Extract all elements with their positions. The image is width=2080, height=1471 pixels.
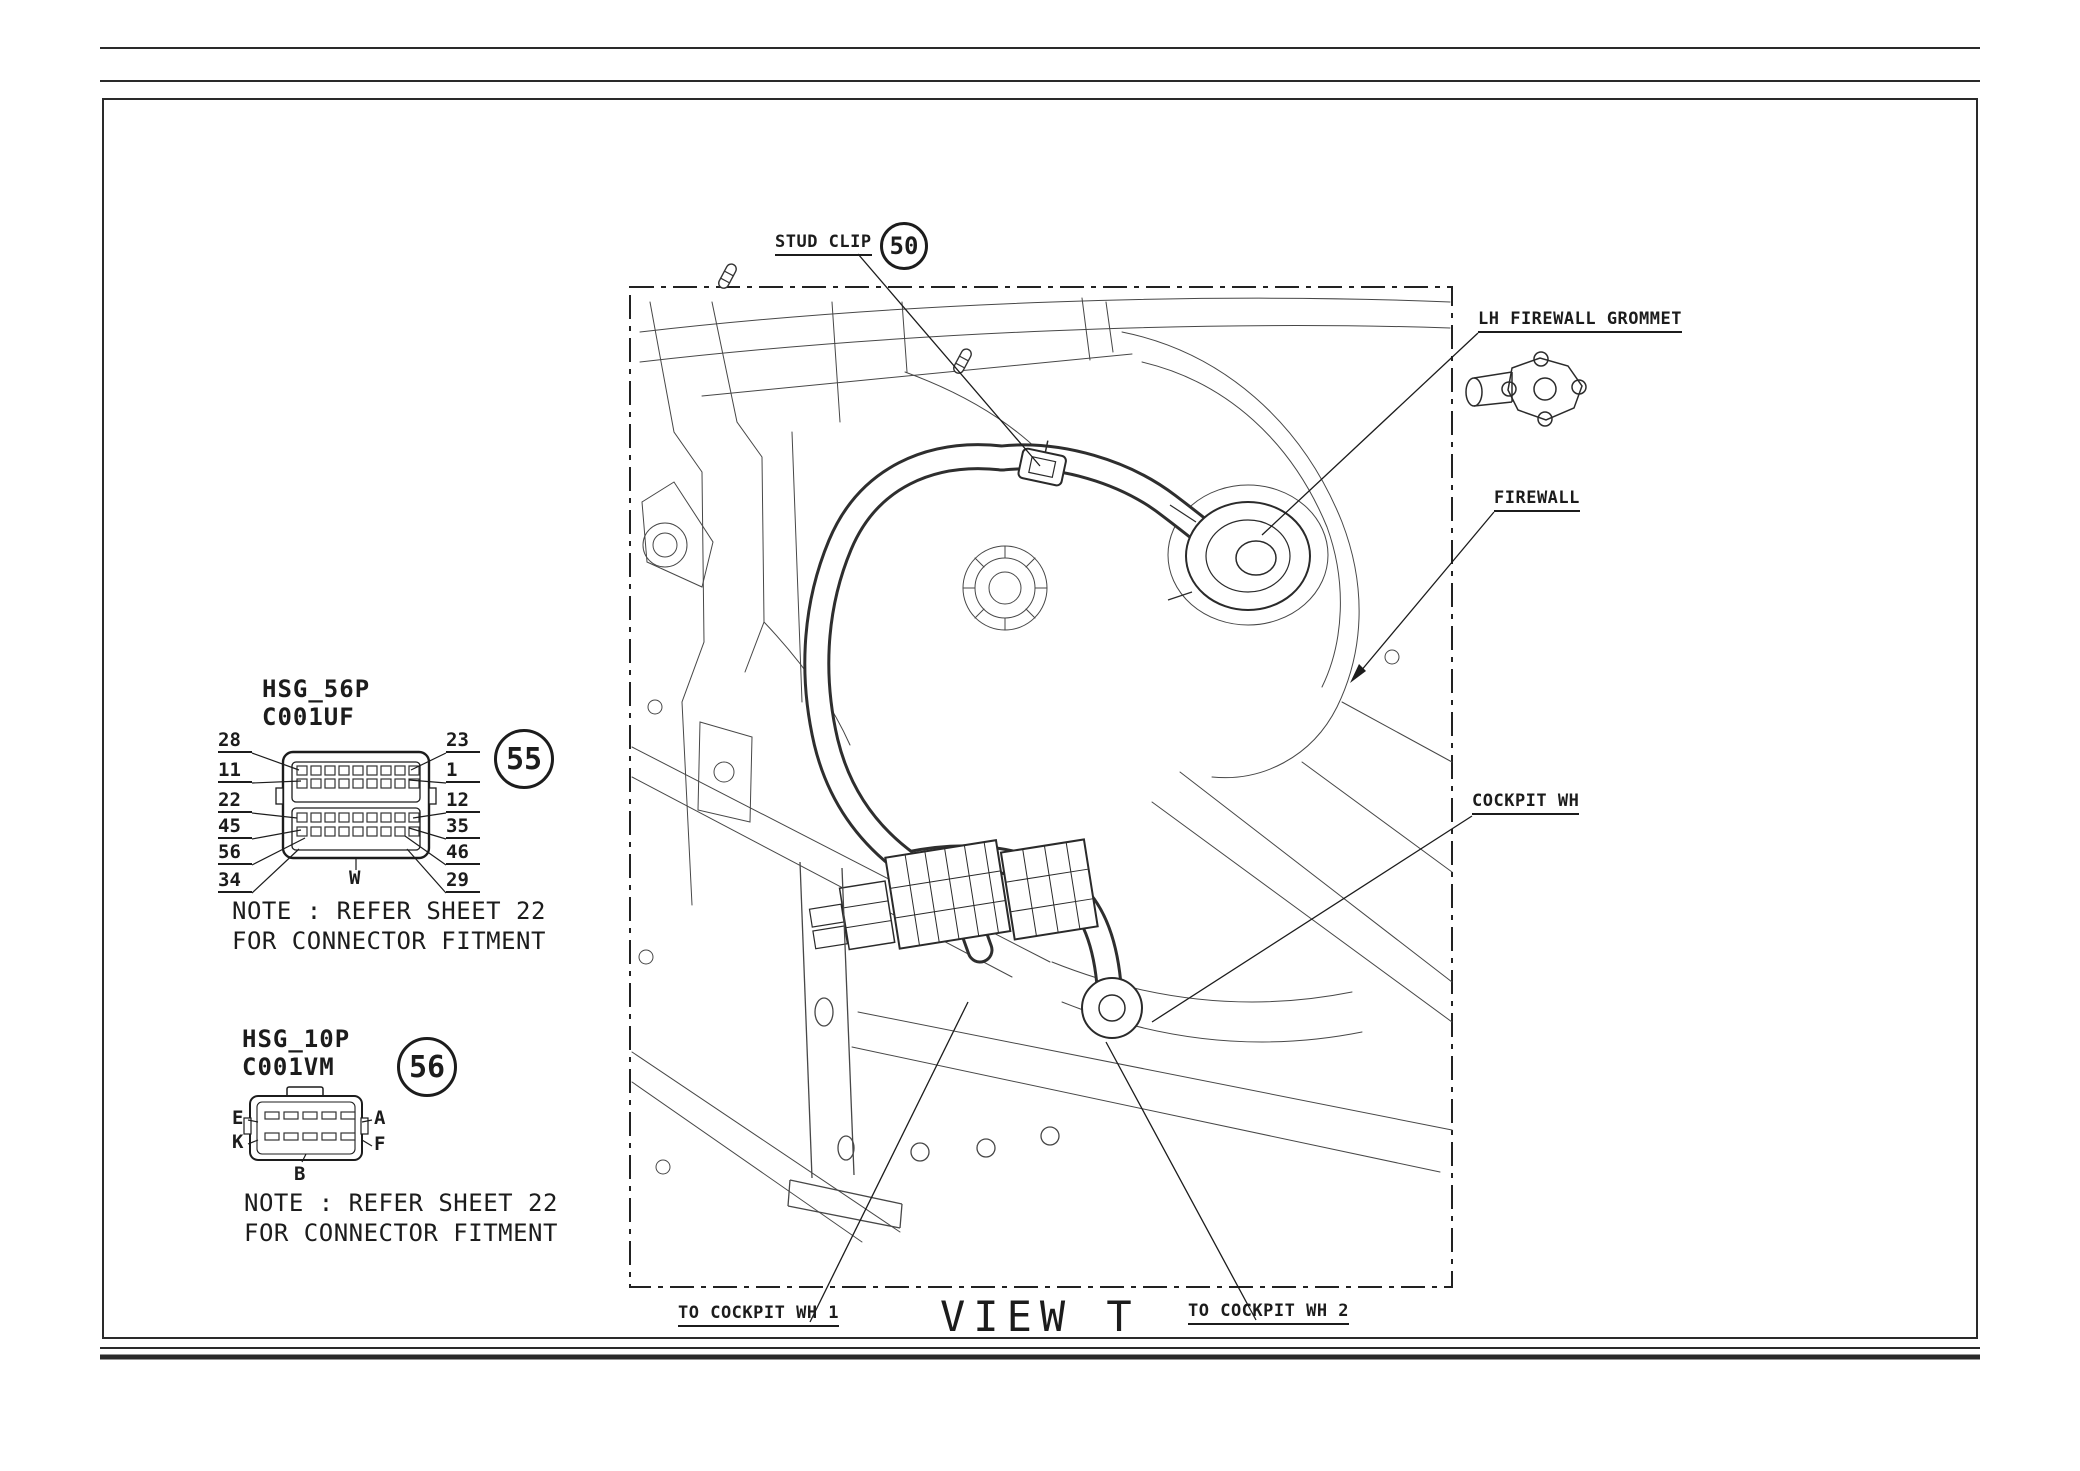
stud-clip-drawing [1017, 440, 1067, 487]
note56-line2: FOR CONNECTOR FITMENT [232, 927, 546, 955]
firewall-grommet-drawing [1167, 501, 1311, 611]
balloon-55: 55 [494, 729, 554, 789]
cockpit-wh-label: COCKPIT WH [1472, 792, 1580, 815]
firewall-label: FIREWALL [1494, 489, 1580, 512]
cavity-label-e: E [232, 1107, 244, 1129]
note56-line1: NOTE : REFER SHEET 22 [232, 897, 546, 925]
leader-lines [809, 253, 1495, 1323]
to-cockpit-wh-1-label: TO COCKPIT WH 1 [678, 1304, 840, 1327]
hsg56p-name: HSG_56P [262, 675, 371, 703]
hsg56p-code: C001UF [262, 703, 355, 731]
frame-lines [100, 47, 1980, 1360]
view-title: VIEW T [940, 1292, 1140, 1341]
pin-label-35: 35 [446, 816, 480, 839]
cavity-label-f: F [374, 1133, 386, 1155]
firewall-structure-drawing [631, 261, 1453, 1243]
view-border [629, 286, 1453, 1288]
pin-label-46: 46 [446, 842, 480, 865]
lh-firewall-grommet-label: LH FIREWALL GROMMET [1478, 310, 1682, 333]
balloon-56: 56 [397, 1037, 457, 1097]
pin-label-45: 45 [218, 816, 252, 839]
bracket-drawing [787, 861, 1060, 1229]
pin-label-22: 22 [218, 790, 252, 813]
pin-label-56: 56 [218, 842, 252, 865]
hsg10p-name: HSG_10P [242, 1025, 351, 1053]
pin-label-12: 12 [446, 790, 480, 813]
to-cockpit-wh-2-label: TO COCKPIT WH 2 [1188, 1302, 1350, 1325]
pin-label-29: 29 [446, 870, 480, 893]
hsg10p-code: C001VM [242, 1053, 335, 1081]
hsg56p-connector-drawing [275, 750, 437, 860]
connector-cluster-drawing [808, 838, 1143, 1039]
stud-clip-label: STUD CLIP [775, 233, 872, 256]
pin-leader-lines [247, 752, 447, 1163]
hsg10p-connector-drawing [243, 1086, 369, 1161]
grommet-inset-drawing [1465, 351, 1587, 427]
cavity-label-k: K [232, 1131, 244, 1153]
cavity-label-a: A [374, 1107, 386, 1129]
balloon-50: 50 [880, 222, 928, 270]
wire-label-w: W [349, 867, 361, 889]
pin-label-1: 1 [446, 760, 480, 783]
pin-label-11: 11 [218, 760, 252, 783]
cavity-label-b: B [294, 1163, 306, 1185]
pin-label-23: 23 [446, 730, 480, 753]
pin-label-34: 34 [218, 870, 252, 893]
pin-label-28: 28 [218, 730, 252, 753]
note10-line1: NOTE : REFER SHEET 22 [244, 1189, 558, 1217]
note10-line2: FOR CONNECTOR FITMENT [244, 1219, 558, 1247]
